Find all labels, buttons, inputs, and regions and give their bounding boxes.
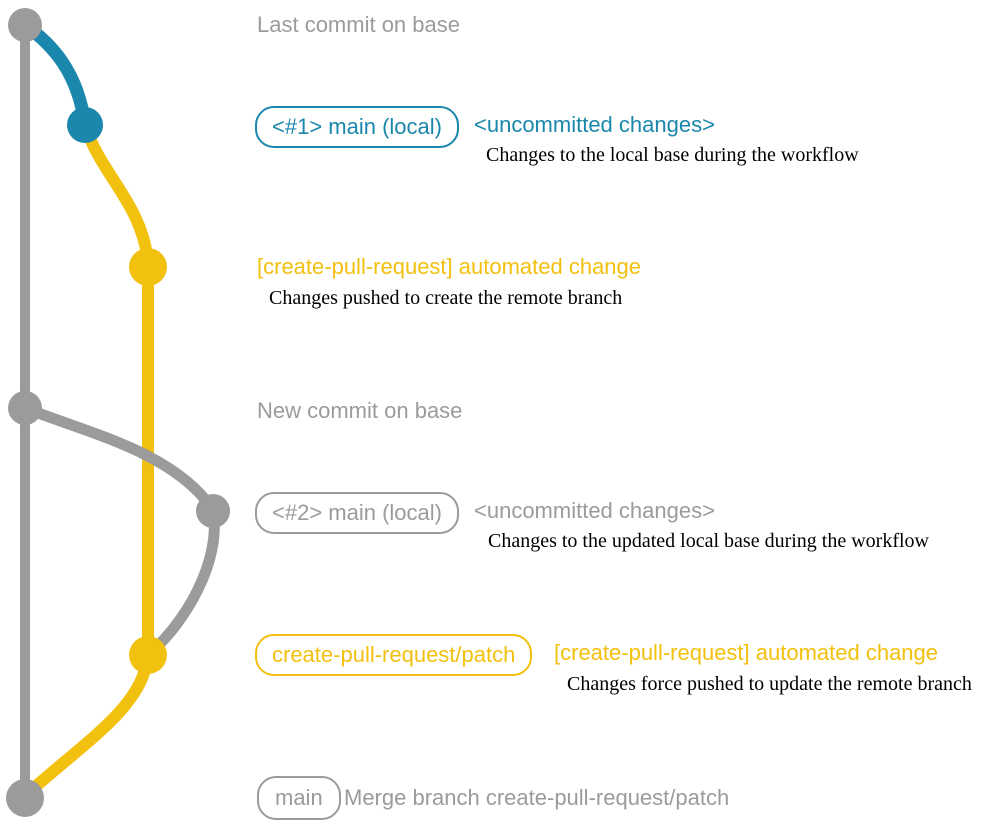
commit-dot-last-base (8, 8, 42, 42)
branch2-caption: Changes to the updated local base during… (488, 530, 929, 552)
last-commit-label: Last commit on base (257, 12, 460, 37)
merge-label: Merge branch create-pull-request/patch (344, 785, 730, 810)
branch2-status: <uncommitted changes> (474, 498, 715, 523)
commit-dot-uncommitted-1 (67, 107, 103, 143)
push1-caption: Changes pushed to create the remote bran… (269, 287, 623, 309)
push1-heading: [create-pull-request] automated change (257, 254, 642, 279)
commit-dot-automated-change-2 (129, 636, 167, 674)
push2-heading: [create-pull-request] automated change (554, 640, 939, 665)
patch-branch-merge-curve (23, 654, 154, 799)
commit-dot-uncommitted-2 (196, 494, 230, 528)
main-badge: main (257, 776, 341, 820)
patch-branch-curve-top (79, 123, 154, 263)
commit-dot-new-base (8, 391, 42, 425)
branch1-caption: Changes to the local base during the wor… (486, 144, 859, 166)
commit-dot-merge (6, 779, 44, 817)
new-commit-label: New commit on base (257, 398, 463, 423)
branch1-status: <uncommitted changes> (474, 112, 715, 137)
rebase-branch-curve-top (22, 402, 218, 514)
branch2-badge: <#2> main (local) (255, 492, 459, 534)
rebase-branch-curve-bottom (146, 509, 220, 658)
commit-dot-automated-change-1 (129, 248, 167, 286)
patch-branch-badge: create-pull-request/patch (255, 634, 533, 676)
push2-caption: Changes force pushed to update the remot… (567, 673, 972, 695)
branch1-badge: <#1> main (local) (255, 106, 459, 148)
